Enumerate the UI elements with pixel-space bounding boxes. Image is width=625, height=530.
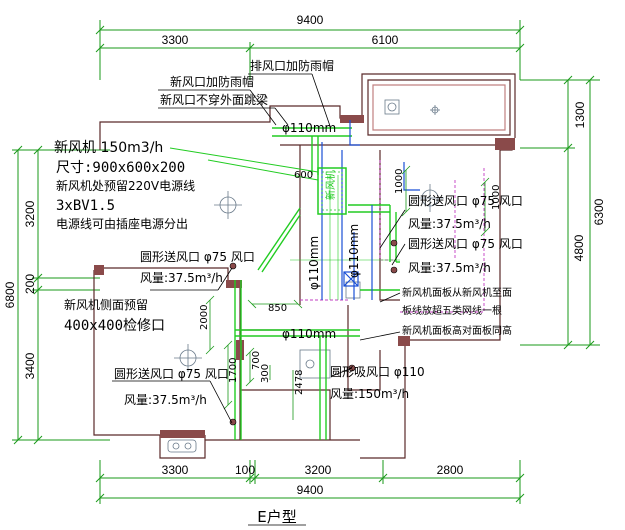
unit-leader [169, 147, 319, 181]
left-dimensions [12, 145, 110, 445]
label-panel-height: 新风机面板高对面板同高 [402, 324, 512, 337]
right-dimensions [520, 75, 600, 350]
dim-1700: 1700 [228, 358, 239, 383]
label-floor-routing-2: 板线放超五类网线一根 [402, 304, 502, 317]
label-airflow-150: 风量:150m³/h [330, 387, 409, 401]
dim-2478: 2478 [294, 370, 305, 395]
label-round-supply-top-left: 圆形送风口 φ75 风口 [140, 249, 255, 264]
top-dimensions [95, 20, 525, 80]
label-airflow-right-1: 风量:37.5m³/h [408, 217, 491, 231]
label-exhaust-cap: 排风口加防雨帽 [250, 58, 334, 73]
dim-bottom-overall: 9400 [297, 483, 324, 497]
label-airflow-top-left: 风量:37.5m³/h [140, 271, 223, 285]
label-fresh-cap: 新风口加防雨帽 [170, 74, 254, 89]
dim-1000-a: 1000 [394, 169, 405, 194]
label-access-panel-a: 新风机侧面预留 [64, 297, 148, 312]
dim-left-lower: 3400 [23, 352, 37, 379]
bottom-dimensions [95, 460, 525, 504]
label-pipe-110-top: φ110mm [282, 121, 336, 135]
label-unit-wire: 3xBV1.5 [56, 198, 115, 214]
dim-right-top: 1300 [573, 101, 587, 128]
dim-left-middle: 200 [23, 274, 37, 294]
callout-leaders [112, 73, 406, 424]
label-airflow-right-2: 风量:37.5m³/h [408, 261, 491, 275]
label-unit-outlet: 电源线可由插座电源分出 [56, 216, 188, 231]
label-unit-size: 尺寸:900x600x200 [56, 160, 185, 176]
dim-bottom-2: 100 [235, 463, 255, 477]
fresh-air-unit [317, 167, 347, 215]
inner-dims [205, 165, 490, 420]
unit-box-label: 新风机 [324, 170, 337, 200]
dim-600: 600 [294, 170, 313, 181]
dim-bottom-1: 3300 [162, 463, 189, 477]
dim-700: 700 [251, 351, 262, 370]
drawing-title: E户型 [257, 508, 296, 526]
dim-left-overall: 6800 [3, 281, 17, 308]
label-airflow-left: 风量:37.5m³/h [124, 393, 207, 407]
dim-left-upper: 3200 [23, 200, 37, 227]
label-round-supply-left: 圆形送风口 φ75 风口 [114, 366, 229, 381]
ducts [234, 127, 400, 440]
label-round-return: 圆形吸风口 φ110 [330, 365, 425, 379]
dim-bottom-4: 2800 [437, 463, 464, 477]
label-floor-routing-1: 新风机面板从新风机至面 [402, 286, 512, 299]
label-fresh-no-beam: 新风口不穿外面跳梁 [160, 92, 268, 107]
fixtures [167, 99, 444, 453]
dim-right-overall: 6300 [592, 198, 606, 225]
dim-bottom-3: 3200 [305, 463, 332, 477]
label-pipe-110-v1: φ110mm [307, 236, 321, 290]
label-round-supply-right-1: 圆形送风口 φ75 风口 [408, 193, 523, 208]
label-round-supply-right-2: 圆形送风口 φ75 风口 [408, 236, 523, 251]
label-unit-model: 新风机 150m3/h [54, 140, 163, 156]
dim-2000: 2000 [199, 305, 210, 330]
dim-850: 850 [268, 303, 287, 314]
label-unit-power: 新风机处预留220V电源线 [56, 178, 195, 193]
label-pipe-110-mid: φ110mm [282, 327, 336, 341]
dim-top-overall: 9400 [297, 13, 324, 27]
dim-right-lower: 4800 [572, 234, 586, 261]
vents [229, 239, 398, 426]
label-access-panel-b: 400x400检修口 [64, 318, 165, 334]
pipes [321, 120, 420, 300]
dim-1000-b: 1000 [491, 185, 502, 210]
label-pipe-110-v2: φ110mm [347, 224, 361, 278]
dim-300: 300 [260, 364, 271, 383]
dim-top-right: 6100 [372, 33, 399, 47]
wall-fills [94, 115, 515, 438]
dim-top-left: 3300 [162, 33, 189, 47]
